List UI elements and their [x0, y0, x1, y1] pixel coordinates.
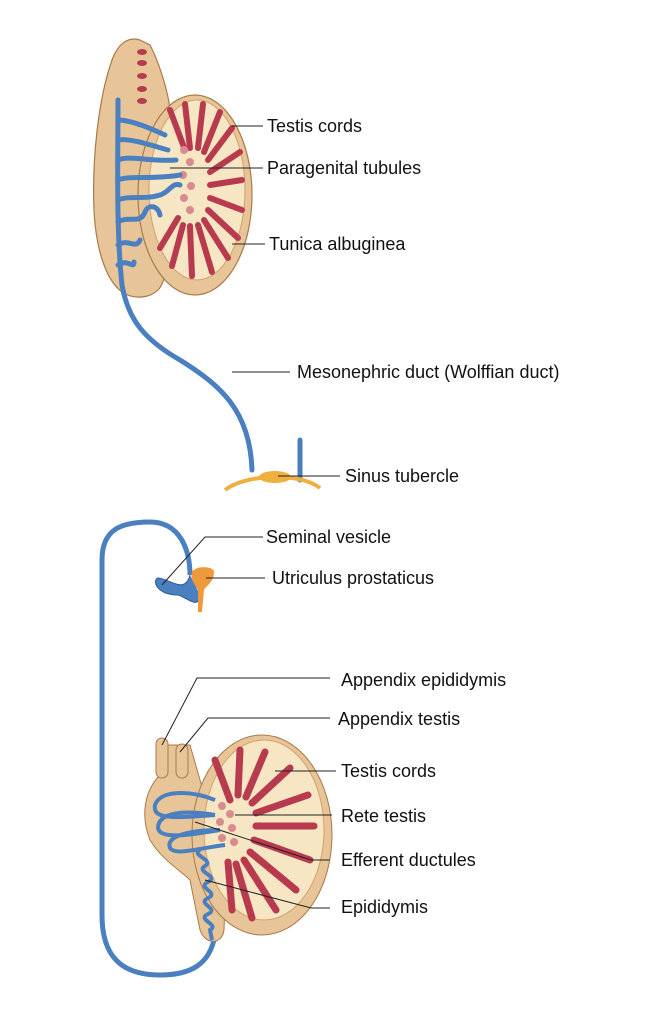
label-epididymis: Epididymis: [341, 897, 429, 917]
seminal-vesicle-shape: [155, 574, 201, 603]
label-testis-cords: Testis cords: [267, 116, 363, 136]
paragenital-tubules-ducts: [115, 97, 303, 483]
rete-testis-shape: [216, 802, 238, 846]
epididymis-coil: [195, 848, 215, 941]
label-appendix-epididymis: Appendix epididymis: [341, 670, 507, 690]
appendix-epididymis-shape: [155, 737, 169, 779]
top-leader-lines: [170, 125, 340, 477]
label-efferent-ductules: Efferent ductules: [341, 850, 476, 870]
sinus-tubercle-shape: [259, 471, 291, 483]
label-utriculus-prostaticus: Utriculus prostaticus: [272, 568, 435, 588]
testis-cords-top: [157, 101, 245, 279]
label-sinus-tubercle: Sinus tubercle: [345, 466, 460, 486]
label-paragenital-tubules: Paragenital tubules: [267, 158, 422, 178]
label-seminal-vesicle: Seminal vesicle: [266, 527, 392, 547]
vas-deferens: [99, 519, 218, 978]
label-tunica-albuginea: Tunica albuginea: [269, 234, 406, 254]
label-rete-testis: Rete testis: [341, 806, 427, 826]
bottom-leader-lines: [161, 536, 336, 909]
efferent-ductules-shape: [152, 791, 226, 854]
top-mesonephros: [93, 38, 322, 492]
label-testis-cords-bottom: Testis cords: [341, 761, 437, 781]
label-appendix-testis: Appendix testis: [338, 709, 461, 729]
mesonephric-tubule-remnants: [137, 49, 147, 104]
bottom-duct-system: [99, 519, 333, 978]
appendix-testis-shape: [175, 743, 189, 779]
label-mesonephric-duct: Mesonephric duct (Wolffian duct): [297, 362, 560, 382]
